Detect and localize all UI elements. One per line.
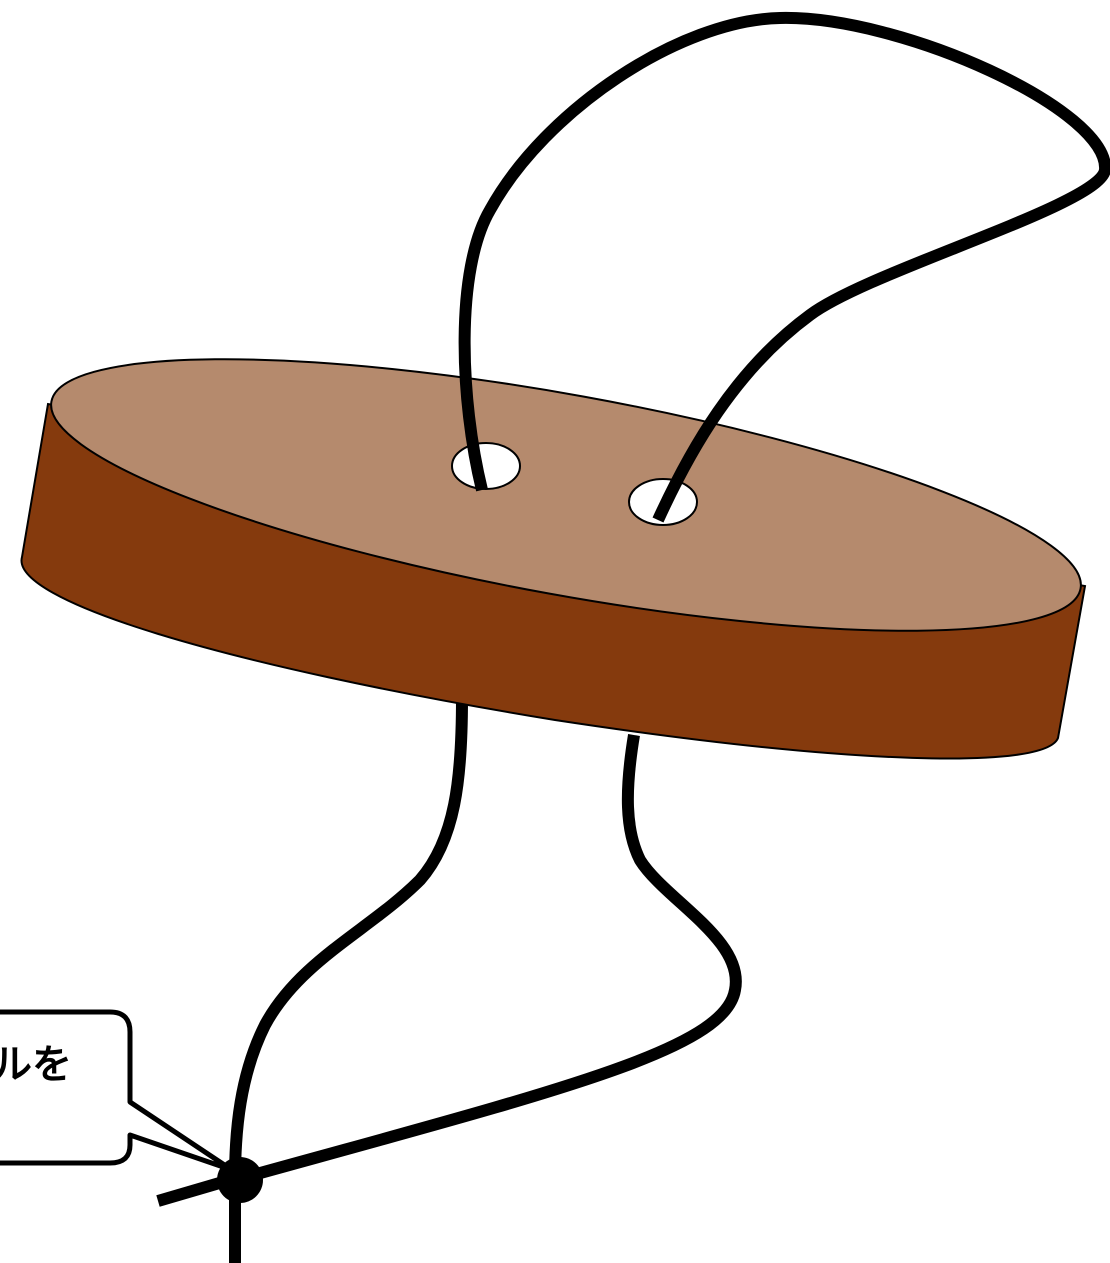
knot — [217, 1157, 263, 1203]
callout: ルを — [0, 1012, 232, 1170]
callout-bubble — [0, 1012, 232, 1170]
right-lower-string — [235, 735, 736, 1180]
left-lower-string — [235, 698, 462, 1263]
callout-text-line1: ルを — [0, 1042, 72, 1088]
wooden-button — [22, 303, 1099, 758]
